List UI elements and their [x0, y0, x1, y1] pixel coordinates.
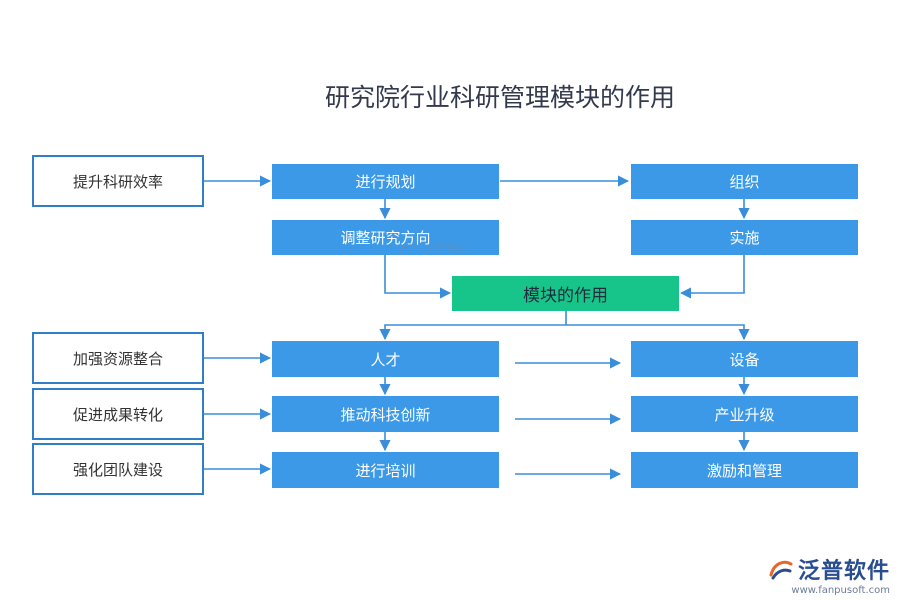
box-equipment: 设备 [631, 341, 858, 377]
box-adjust-direction: 调整研究方向 [272, 220, 499, 255]
side-box-results: 促进成果转化 [32, 388, 204, 440]
watermark-text: 泛普软件 [422, 242, 471, 256]
brand-logo-icon [769, 560, 793, 580]
side-box-efficiency: 提升科研效率 [32, 155, 204, 207]
box-implement: 实施 [631, 220, 858, 255]
box-incentive: 激励和管理 [631, 452, 858, 488]
brand-logo: 泛普软件 www.fanpusoft.com [768, 553, 890, 596]
diagram-title: 研究院行业科研管理模块的作用 [324, 83, 675, 112]
arrow-impl-to-center [679, 255, 745, 299]
arrow-center-to-talent [379, 324, 566, 341]
box-organize: 组织 [631, 164, 858, 199]
box-module-role: 模块的作用 [452, 276, 679, 311]
side-box-team: 强化团队建设 [32, 443, 204, 495]
box-planning: 进行规划 [272, 164, 499, 199]
arrow-center-to-equip [566, 324, 750, 341]
arrow-adjust-to-center [384, 255, 452, 299]
watermark-icon [399, 243, 417, 253]
box-training: 进行培训 [272, 452, 499, 488]
side-box-resources: 加强资源整合 [32, 332, 204, 384]
brand-name: 泛普软件 [797, 559, 890, 584]
brand-url: www.fanpusoft.com [791, 585, 890, 596]
box-innovation: 推动科技创新 [272, 396, 499, 432]
box-talent: 人才 [272, 341, 499, 377]
box-industry-upgrade: 产业升级 [631, 396, 858, 432]
watermark: 泛普软件 [398, 240, 470, 257]
